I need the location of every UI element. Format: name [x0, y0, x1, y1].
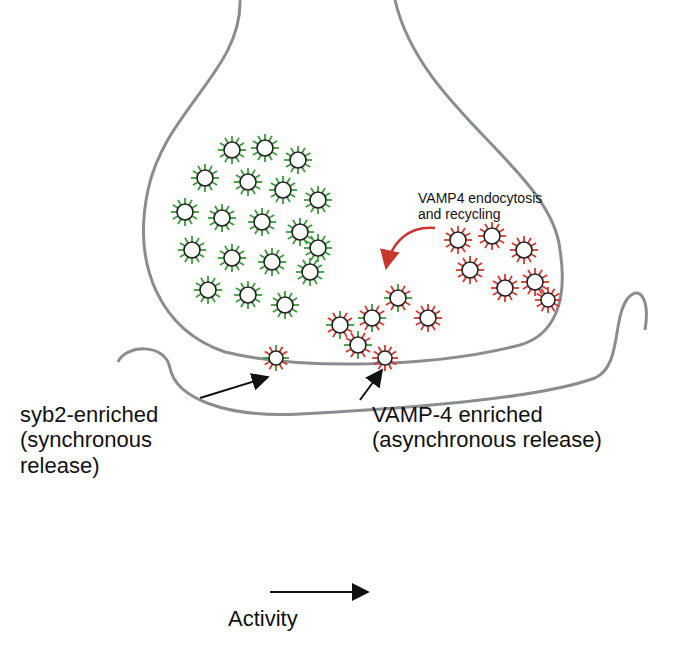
- recycling-arrow: [386, 228, 435, 268]
- pointer-arrow: [200, 377, 268, 398]
- vesicles: [171, 134, 561, 371]
- annotation: VAMP4 endocytosis and recycling: [418, 190, 558, 222]
- release-label: syb2-enriched (synchronous release): [20, 402, 235, 478]
- release-label: VAMP-4 enriched (asynchronous release): [372, 402, 612, 453]
- postsynaptic-membrane: [118, 293, 646, 415]
- activity-arrow: [270, 591, 368, 593]
- presynaptic-terminal: [144, 0, 563, 364]
- pointer-arrow: [360, 370, 382, 400]
- axis-label: Activity: [228, 606, 298, 631]
